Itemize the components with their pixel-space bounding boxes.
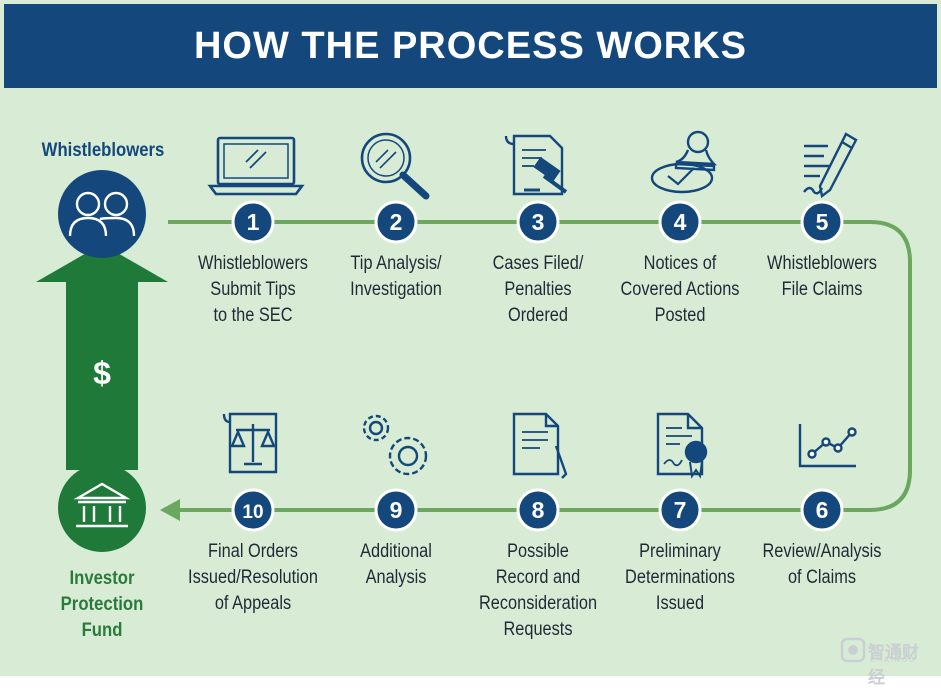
step-label-line: Issued	[655, 593, 705, 614]
step-label-line: Additional	[360, 541, 432, 562]
step-label-line: Review/Analysis	[762, 541, 882, 562]
step-number: 2	[390, 209, 403, 235]
step-label-line: Final Orders	[208, 541, 298, 562]
process-connector-line	[168, 220, 912, 512]
step-label-line: Preliminary	[639, 541, 721, 562]
step-number-circle	[231, 200, 275, 244]
step-label-line: File Claims	[781, 279, 863, 300]
step-number-circle	[658, 488, 702, 532]
investor-protection-fund-label: Investor Protection Fund	[47, 566, 156, 644]
fund-circle	[58, 464, 146, 552]
step-number: 10	[242, 502, 263, 523]
step-label-line: Investigation	[350, 279, 442, 300]
signed-document-icon	[656, 412, 708, 479]
step-label-line: Covered Actions	[620, 279, 740, 300]
step-label-line: Reconsideration	[478, 593, 598, 614]
step-marker-5: 5	[800, 200, 844, 244]
magnifier-icon	[360, 132, 430, 200]
fund-label-line: Investor	[69, 568, 135, 589]
watermark-logo: 智通财经 CHAINOD	[838, 634, 934, 687]
step-number-circle	[800, 488, 844, 532]
money-flow-band	[66, 280, 138, 470]
scales-document-icon	[222, 412, 278, 474]
fund-label-line: Protection	[60, 594, 144, 615]
step-marker-3: 3	[516, 200, 560, 244]
step-number-circle	[374, 488, 418, 532]
step-marker-6: 6	[800, 488, 844, 532]
step-label-line: Determinations	[625, 567, 735, 588]
whistleblowers-label: Whistleblowers	[41, 140, 165, 161]
step-marker-9: 9	[374, 488, 418, 532]
step-label-line: of Appeals	[214, 593, 292, 614]
step-number-circle	[374, 200, 418, 244]
laptop-icon	[207, 136, 305, 196]
whistleblowers-circle	[58, 170, 146, 258]
step-label-line: to the SEC	[213, 305, 293, 326]
bank-building-icon	[73, 482, 131, 528]
line-chart-icon	[798, 424, 857, 468]
step-label-line: Posted	[654, 305, 706, 326]
step-label-line: Penalties	[504, 279, 572, 300]
step-label-6: Review/Analysis of Claims	[753, 539, 891, 591]
step-label-2: Tip Analysis/Investigation	[327, 251, 465, 303]
money-flow-arrow-head	[36, 244, 168, 282]
step-number-circle	[800, 200, 844, 244]
people-icon	[68, 191, 136, 237]
step-label-line: Whistleblowers	[198, 253, 308, 274]
step-number-circle	[516, 200, 560, 244]
stamp-icon	[650, 130, 718, 194]
step-label-line: Requests	[503, 619, 573, 640]
page-title: HOW THE PROCESS WORKS	[193, 25, 748, 67]
step-marker-2: 2	[374, 200, 418, 244]
step-number: 6	[816, 497, 829, 523]
step-number: 4	[674, 209, 687, 235]
gavel-document-icon	[504, 134, 568, 196]
step-number: 1	[247, 209, 260, 235]
document-pen-icon	[512, 412, 568, 479]
step-label-line: Cases Filed/	[492, 253, 584, 274]
step-number-circle	[231, 488, 275, 532]
watermark-subtext: CHAINOD	[870, 657, 917, 664]
step-marker-1: 1	[231, 200, 275, 244]
dollar-sign: $	[93, 355, 111, 391]
step-marker-4: 4	[658, 200, 702, 244]
step-label-line: Record and	[495, 567, 581, 588]
step-label-line: Ordered	[508, 305, 568, 326]
step-number: 8	[532, 497, 545, 523]
arrow-head-left	[160, 499, 180, 521]
watermark-icon	[840, 637, 866, 663]
header-banner: HOW THE PROCESS WORKS	[4, 4, 937, 88]
step-number: 3	[532, 209, 545, 235]
step-number: 9	[390, 497, 403, 523]
step-label-line: Analysis	[365, 567, 427, 588]
step-label-line: Tip Analysis/	[350, 253, 442, 274]
step-label-line: of Claims	[787, 567, 857, 588]
step-label-line: Submit Tips	[210, 279, 296, 300]
step-marker-7: 7	[658, 488, 702, 532]
fund-label-line: Fund	[81, 620, 123, 641]
step-number: 7	[674, 497, 687, 523]
step-label-line: Issued/Resolution	[188, 567, 318, 588]
step-label-line: Possible	[507, 541, 569, 562]
step-marker-10: 10	[231, 488, 275, 532]
step-number: 5	[816, 209, 829, 235]
step-marker-8: 8	[516, 488, 560, 532]
step-label-line: Notices of	[643, 253, 717, 274]
signed-form-icon	[803, 132, 858, 199]
step-label-line: Whistleblowers	[767, 253, 877, 274]
step-number-circle	[658, 200, 702, 244]
step-number-circle	[516, 488, 560, 532]
gears-icon	[362, 414, 428, 476]
